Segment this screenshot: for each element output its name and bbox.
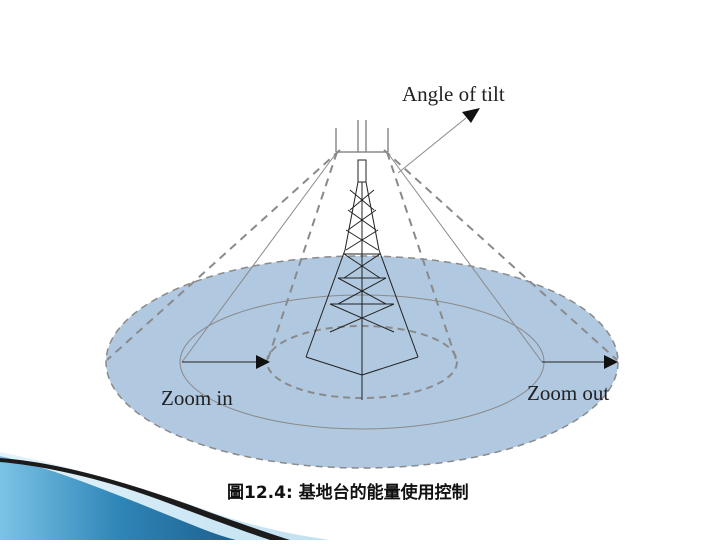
tower [305,159,419,400]
zoom-in-arrow [182,355,270,369]
zoom-in-label: Zoom in [161,386,233,410]
zoom-out-arrow [542,355,618,369]
figure-caption: 圖12.4: 基地台的能量使用控制 [227,483,469,503]
antenna-mount [335,120,389,153]
tilt-pointer [397,108,480,174]
zoom-beam-lines [181,151,543,363]
outer-beam-cone [106,149,618,361]
zoom-out-label: Zoom out [527,381,610,405]
angle-of-tilt-label: Angle of tilt [402,82,505,106]
inner-beam-cone [266,151,458,363]
decorative-swoosh [0,452,330,540]
